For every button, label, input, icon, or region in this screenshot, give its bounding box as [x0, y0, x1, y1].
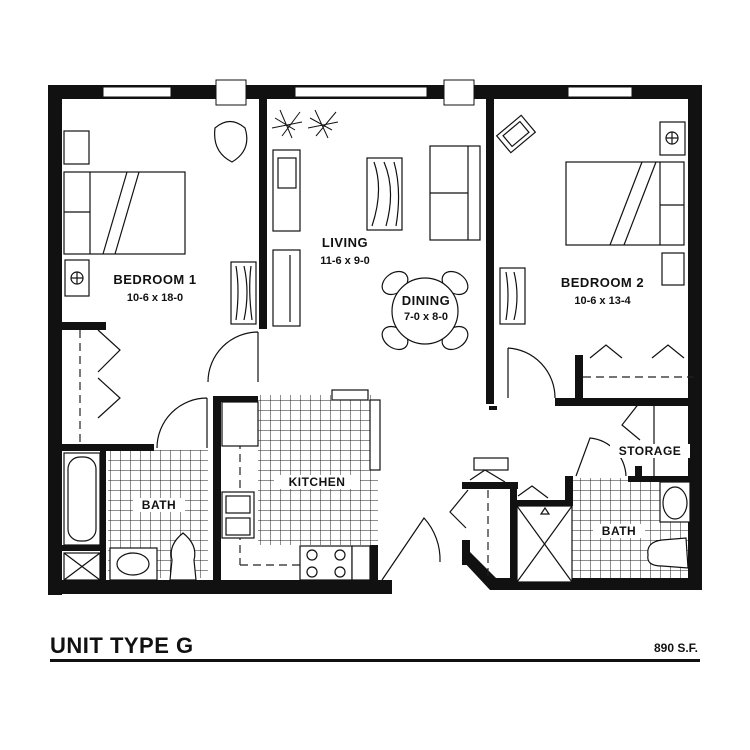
room-label-dining: DINING 7-0 x 8-0 [385, 293, 467, 323]
bedroom2-furniture [495, 114, 686, 325]
living-furniture [271, 109, 481, 351]
room-name: LIVING [321, 235, 369, 250]
kitchen-floor [258, 395, 378, 545]
room-name: BEDROOM 2 [560, 275, 645, 290]
room-name: BEDROOM 1 [113, 272, 197, 287]
unit-area: 890 S.F. [653, 641, 698, 655]
interior-walls [62, 99, 702, 585]
room-name: DINING [401, 293, 451, 308]
room-dims: 10-6 x 18-0 [126, 292, 184, 304]
unit-type-title: UNIT TYPE G [50, 633, 194, 658]
bath1-fixtures [63, 452, 197, 581]
room-label-bath1: BATH [133, 498, 185, 512]
title-underline [50, 659, 700, 662]
room-dims: 7-0 x 8-0 [403, 311, 449, 323]
windows [102, 79, 633, 106]
kitchen-fixtures [221, 389, 381, 581]
room-label-storage: STORAGE [610, 444, 690, 458]
room-label-bath2: BATH [593, 524, 645, 538]
room-label-living: LIVING 11-6 x 9-0 [300, 235, 390, 267]
room-dims: 10-6 x 13-4 [574, 295, 631, 307]
wall-stubs [464, 406, 497, 560]
room-label-bedroom1: BEDROOM 1 10-6 x 18-0 [100, 272, 210, 304]
bedroom1-furniture [63, 120, 257, 325]
room-label-kitchen: KITCHEN [274, 475, 360, 489]
room-dims: 11-6 x 9-0 [320, 255, 370, 267]
bath2-fixtures [473, 406, 691, 583]
room-label-bedroom2: BEDROOM 2 10-6 x 13-4 [545, 275, 660, 307]
